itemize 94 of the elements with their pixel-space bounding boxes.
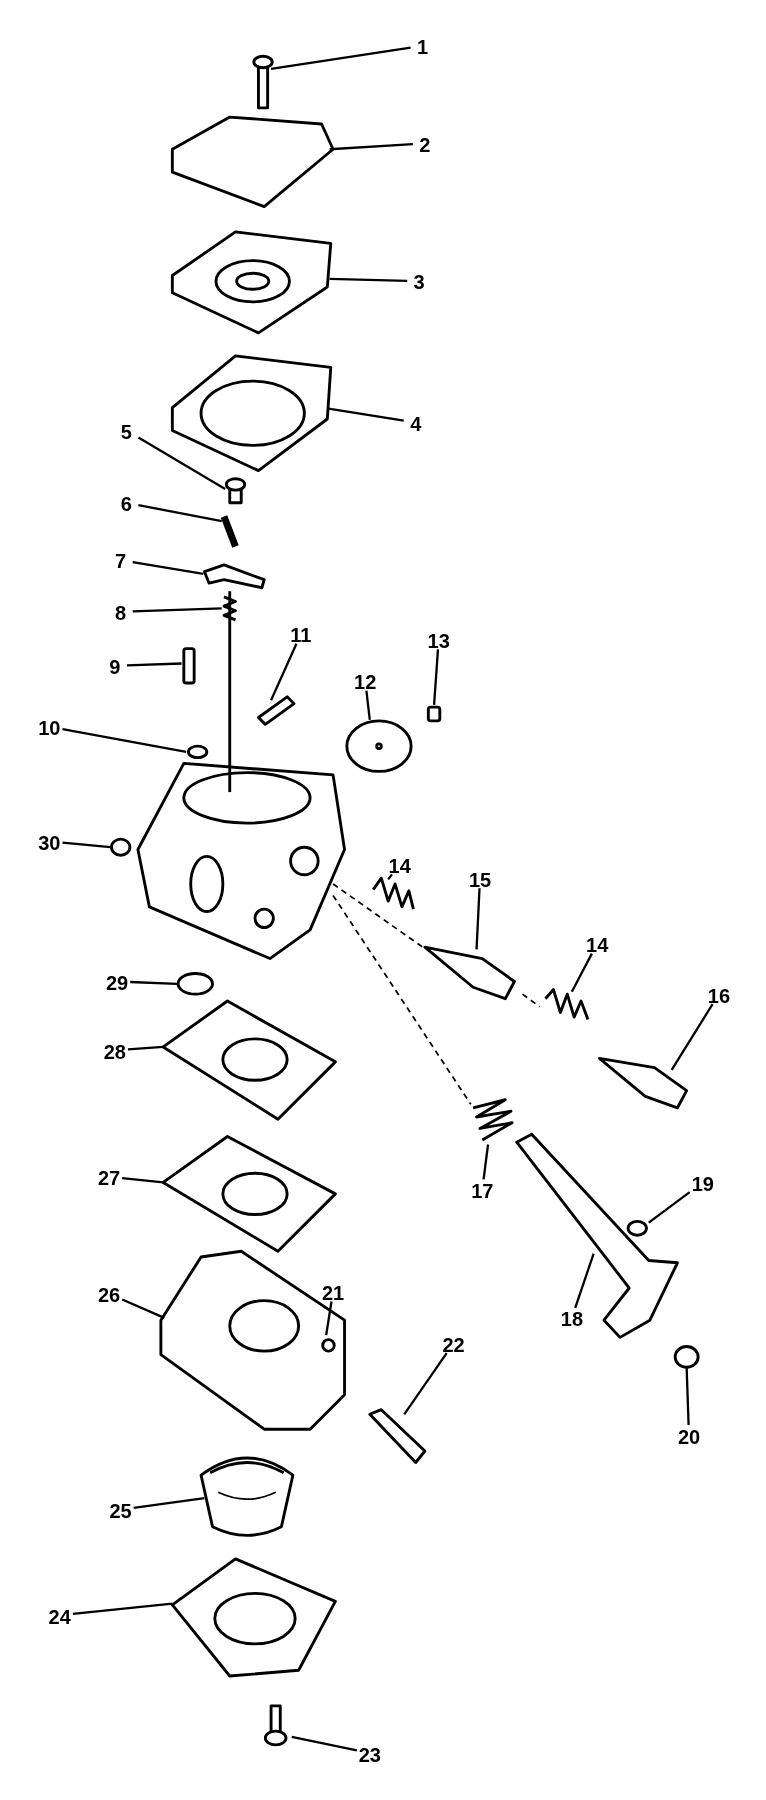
callout-number: 23 — [356, 1743, 383, 1766]
callout-number: 29 — [104, 971, 131, 994]
gasket-drawing — [161, 1135, 337, 1253]
cup-drawing — [199, 1456, 295, 1537]
callout-number: 12 — [352, 671, 379, 693]
screw-drawing — [423, 945, 516, 1001]
screw-drawing — [426, 705, 442, 723]
callout-number: 18 — [558, 1308, 585, 1331]
leader-line — [121, 1298, 165, 1319]
disc-drawing — [345, 719, 413, 773]
callout-number: 6 — [114, 493, 139, 515]
leader-line — [325, 1301, 333, 1336]
callout-number: 9 — [102, 656, 127, 679]
leader-line — [387, 873, 393, 881]
leader-line — [62, 841, 111, 849]
callout-number: 20 — [676, 1425, 703, 1448]
callout-number: 2 — [412, 133, 437, 156]
spring-drawing — [544, 988, 590, 1020]
leader-line — [127, 1045, 164, 1051]
leader-line — [62, 727, 187, 754]
leader-line — [329, 277, 408, 283]
callout-number: 27 — [96, 1167, 123, 1190]
leader-line — [574, 1253, 595, 1309]
leader-line — [130, 980, 177, 985]
clip-drawing — [187, 744, 209, 760]
leader-line — [432, 649, 440, 705]
leader-line — [133, 1496, 205, 1509]
leader-line — [570, 953, 593, 993]
callout-number: 25 — [107, 1500, 134, 1523]
callout-number: 21 — [320, 1281, 347, 1304]
pin-drawing — [257, 695, 296, 726]
callout-number: 28 — [101, 1040, 128, 1063]
callout-number: 3 — [407, 271, 432, 294]
callout-number: 11 — [287, 623, 314, 646]
screw-drawing — [252, 54, 274, 110]
clip-drawing — [626, 1220, 648, 1237]
gasket-drawing — [161, 999, 337, 1121]
leader-line — [670, 1003, 714, 1071]
screw-drawing — [224, 477, 247, 505]
leader-line — [403, 1352, 448, 1415]
spring-drawing — [372, 876, 415, 910]
leader-line — [328, 407, 404, 422]
leader-line — [122, 1176, 164, 1184]
plug-drawing — [321, 1338, 336, 1353]
leader-line — [132, 607, 222, 613]
leader-line — [270, 46, 411, 70]
callout-number: 5 — [114, 420, 139, 443]
leader-line — [648, 1191, 691, 1224]
leader-line — [475, 888, 481, 950]
leader-line — [72, 1602, 173, 1615]
gasket-drawing — [170, 1557, 337, 1678]
callout-number: 26 — [96, 1284, 123, 1307]
leader-line — [132, 561, 204, 576]
callout-number: 8 — [108, 602, 133, 625]
leader-line — [365, 690, 371, 720]
leader-line — [329, 143, 413, 151]
pin-drawing — [220, 515, 239, 548]
spring-drawing — [472, 1098, 514, 1142]
diaphragm-drawing — [170, 230, 333, 335]
callout-number: 15 — [467, 868, 494, 891]
screw-drawing — [368, 1408, 427, 1464]
callout-number: 22 — [440, 1333, 467, 1356]
lever-drawing — [203, 563, 266, 590]
lever-drawing — [515, 1132, 679, 1339]
needle-drawing — [182, 647, 196, 685]
plug-drawing — [110, 837, 132, 857]
cover-drawing — [170, 115, 335, 209]
leader-line — [138, 504, 222, 523]
carburetor-body-drawing — [136, 591, 346, 960]
leader-line — [291, 1735, 358, 1752]
callout-number: 10 — [36, 716, 63, 739]
leader-line — [685, 1367, 690, 1425]
callout-number: 30 — [36, 831, 63, 854]
leader-line — [126, 662, 182, 667]
screw-drawing — [263, 1704, 288, 1747]
spring-drawing — [222, 595, 237, 622]
gasket-drawing — [170, 354, 333, 473]
callout-number: 7 — [108, 550, 133, 573]
callout-number: 4 — [403, 412, 428, 435]
leader-line — [270, 643, 298, 701]
screw-drawing — [597, 1057, 689, 1110]
leader-line — [137, 436, 226, 491]
fuel-pump-cover-drawing — [159, 1249, 346, 1431]
callout-number: 14 — [386, 854, 413, 877]
leader-line — [482, 1144, 490, 1180]
callout-number: 19 — [689, 1172, 716, 1195]
callout-number: 13 — [425, 629, 452, 652]
callout-number: 1 — [410, 35, 435, 58]
nut-drawing — [673, 1345, 700, 1369]
callout-number: 17 — [469, 1179, 496, 1202]
callout-number: 14 — [584, 934, 611, 956]
seal-drawing — [176, 972, 214, 996]
callout-number: 16 — [705, 984, 732, 1007]
callout-number: 24 — [46, 1605, 73, 1628]
